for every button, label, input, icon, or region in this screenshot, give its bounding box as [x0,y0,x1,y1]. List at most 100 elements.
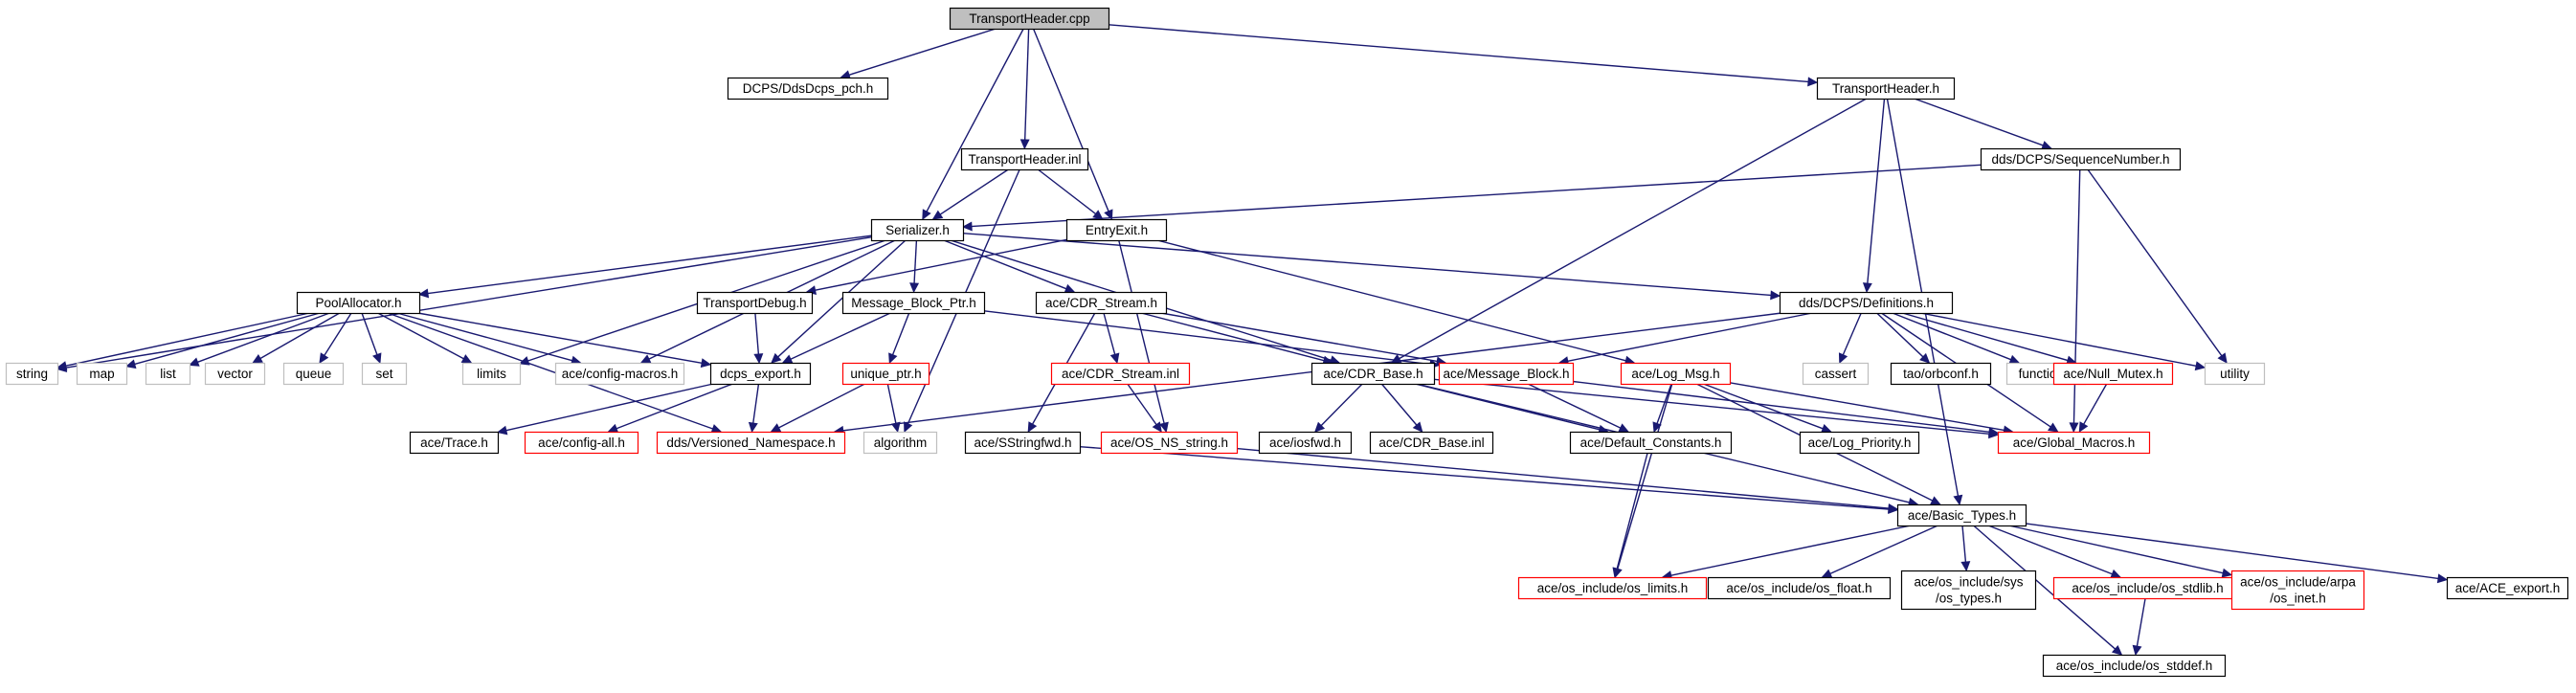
node-os-inet-h[interactable]: ace/os_include/arpa/os_inet.h [2230,570,2365,611]
node-transportheader-h[interactable]: TransportHeader.h [1816,77,1956,101]
edge-arrowhead [1412,421,1423,433]
edge-message-block-ptr-h-to-message-block-h [983,310,1441,369]
node-sequencenumber-h[interactable]: dds/DCPS/SequenceNumber.h [1980,147,2182,171]
node-set: set [361,362,408,386]
node-label: string [16,367,48,381]
node-cdr-stream-h[interactable]: ace/CDR_Stream.h [1035,291,1168,315]
node-message-block-ptr-h[interactable]: Message_Block_Ptr.h [841,291,986,315]
edge-line [1160,312,1438,363]
node-null-mutex-h[interactable]: ace/Null_Mutex.h [2052,362,2174,386]
node-cdr-stream-inl[interactable]: ace/CDR_Stream.inl [1050,362,1191,386]
edge-arrowhead [890,421,901,434]
edge-line [926,28,1024,212]
edge-entryexit-h-to-os-ns-string-h [1118,239,1169,434]
edge-arrowhead [496,425,508,436]
edge-line [361,312,378,355]
edge-line [427,235,872,295]
edge-line [1729,382,2005,432]
node-box [696,291,814,315]
edge-line [886,383,897,424]
edge-line [777,239,907,358]
node-poolallocator-h[interactable]: PoolAllocator.h [296,291,421,315]
node-sstringfwd-h[interactable]: ace/SStringfwd.h [964,431,1082,455]
node-definitions-h[interactable]: dds/DCPS/Definitions.h [1779,291,1954,315]
node-box [409,431,500,455]
node-box [1896,503,2027,527]
node-orbconf-h[interactable]: tao/orbconf.h [1890,362,1992,386]
node-message-block-h[interactable]: ace/Message_Block.h [1438,362,1575,386]
node-box [960,147,1089,171]
edge-basic-types-h-to-os-float-h [1821,525,1938,578]
edge-line [1914,98,2044,146]
node-label: map [89,367,114,381]
node-entryexit-h[interactable]: EntryExit.h [1065,218,1168,242]
edge-poolallocator-h-to-queue [319,312,352,364]
edge-transportheader-h-to-definitions-h [1862,98,1886,294]
node-basic-types-h[interactable]: ace/Basic_Types.h [1896,503,2027,527]
node-label: /os_types.h [1936,592,2002,606]
node-log-msg-h[interactable]: ace/Log_Msg.h [1620,362,1732,386]
node-label: ace/ACE_export.h [2455,581,2561,595]
node-os-ns-string-h[interactable]: ace/OS_NS_string.h [1100,431,1239,455]
edge-poolallocator-h-to-set [361,312,382,365]
node-global-macros-h[interactable]: ace/Global_Macros.h [1997,431,2151,455]
edge-line [259,312,341,360]
node-ace-export-h[interactable]: ace/ACE_export.h [2446,576,2569,600]
edge-arrowhead [1953,494,1963,506]
edge-transportheader-cpp-to-transportheader-inl [1019,28,1030,150]
node-trace-h[interactable]: ace/Trace.h [409,431,500,455]
edge-line [1920,312,2197,368]
node-iosfwd-h[interactable]: ace/iosfwd.h [1258,431,1353,455]
edge-arrowhead [2217,352,2228,364]
node-os-limits-h[interactable]: ace/os_include/os_limits.h [1517,576,1708,600]
node-vector: vector [204,362,266,386]
node-unique-ptr-h[interactable]: unique_ptr.h [841,362,930,386]
edge-serializer-h-to-cdr-stream-h [943,239,1076,294]
node-label: ace/Null_Mutex.h [2063,367,2162,381]
edge-line [616,383,733,430]
edge-line [2025,523,2439,580]
edge-transportheader-h-to-cdr-base-h [1390,98,1868,364]
node-os-stdlib-h[interactable]: ace/os_include/os_stdlib.h [2052,576,2243,600]
node-box [1816,77,1956,101]
edge-line [1156,239,1626,362]
node-os-stddef-h[interactable]: ace/os_include/os_stddef.h [2042,654,2227,678]
node-box [554,362,685,386]
edge-entryexit-h-to-transportdebug-h [805,238,1067,296]
node-os-types-h[interactable]: ace/os_include/sys/os_types.h [1900,570,2037,611]
edge-arrowhead [1109,352,1120,365]
edge-dcps-export-h-to-trace-h [496,383,714,436]
edge-line [962,232,1772,297]
node-os-float-h[interactable]: ace/os_include/os_float.h [1707,576,1892,600]
edge-arrowhead [1838,352,1848,365]
edge-line [778,383,865,429]
node-default-constants-h[interactable]: ace/Default_Constants.h [1569,431,1733,455]
edge-line [754,312,760,355]
edge-basic-types-h-to-ace-export-h [2025,523,2449,584]
node-serializer-h[interactable]: Serializer.h [870,218,965,242]
node-transportdebug-h[interactable]: TransportDebug.h [696,291,814,315]
node-transportheader-inl[interactable]: TransportHeader.inl [960,147,1089,171]
edge-line [2072,168,2081,424]
node-ddsdcps-pch[interactable]: DCPS/DdsDcps_pch.h [727,77,889,101]
edge-arrowhead [922,209,931,221]
edge-definitions-h-to-message-block-h [1557,312,1813,367]
node-cdr-base-inl[interactable]: ace/CDR_Base.inl [1369,431,1494,455]
node-log-priority-h[interactable]: ace/Log_Priority.h [1799,431,1920,455]
node-dcps-export-h[interactable]: dcps_export.h [709,362,812,386]
node-label: Message_Block_Ptr.h [851,296,976,310]
edge-sequencenumber-h-to-utility [2087,168,2228,364]
edge-poolallocator-h-to-dcps-export-h [417,312,712,369]
node-box [862,431,938,455]
edge-arrowhead [319,352,329,364]
edge-arrowhead [1807,77,1819,87]
node-config-all-h[interactable]: ace/config-all.h [524,431,639,455]
node-box [1050,362,1191,386]
node-box [1802,362,1870,386]
node-versioned-namespace-h[interactable]: dds/Versioned_Namespace.h [656,431,846,455]
edge-line [1141,312,1325,362]
node-label: queue [296,367,332,381]
node-box [1799,431,1920,455]
node-cdr-base-h[interactable]: ace/CDR_Base.h [1310,362,1436,386]
node-transportheader-cpp[interactable]: TransportHeader.cpp [949,7,1110,31]
